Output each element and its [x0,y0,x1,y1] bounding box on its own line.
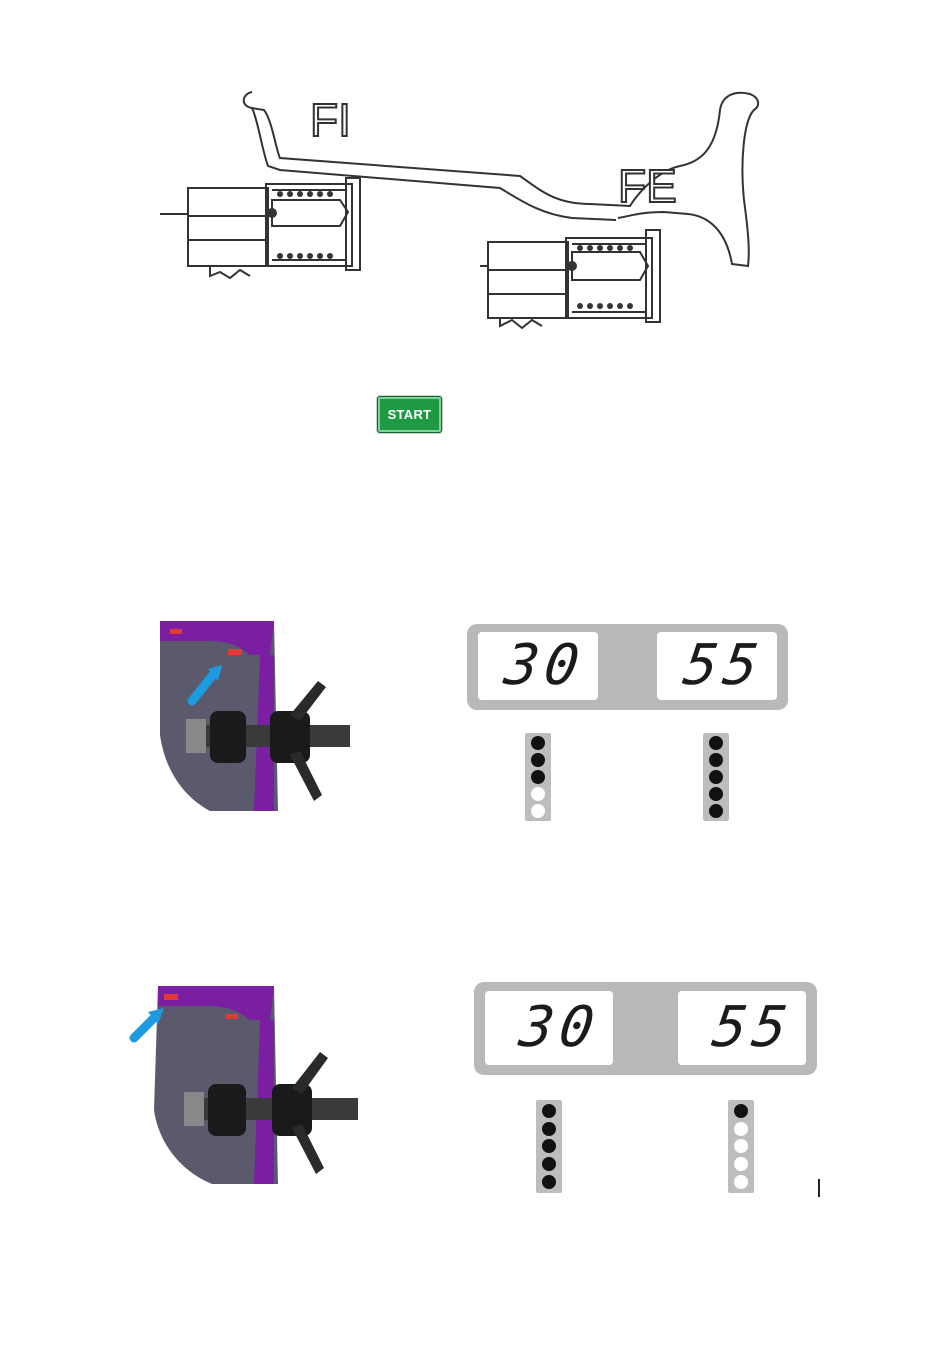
right-value: 55 [680,638,767,694]
right-readout: 55 [678,991,806,1065]
wheel-illustration-inner-plane [150,615,370,815]
led-on [542,1122,556,1136]
wheel-cross-section-diagram: FI FE [160,80,780,330]
weight-marker-outer [164,994,178,1000]
left-readout: 30 [485,991,613,1065]
led-on [709,787,723,801]
led-on [531,736,545,750]
led-on [709,736,723,750]
left-readout: 30 [478,632,598,700]
led-off [531,787,545,801]
right-led-indicator [703,733,729,821]
left-led-indicator [525,733,551,821]
weight-marker-inner [228,649,242,655]
right-value: 55 [709,1000,796,1056]
right-led-indicator [728,1100,754,1193]
led-off [734,1122,748,1136]
led-on [734,1104,748,1118]
balancer-display-1: 30 55 [467,624,788,710]
label-fi: FI [310,94,351,146]
led-off [531,804,545,818]
led-on [531,770,545,784]
wheel-illustration-outer-plane [128,980,368,1190]
led-on [542,1139,556,1153]
balancer-display-2: 30 55 [474,982,817,1075]
led-off [734,1175,748,1189]
right-readout: 55 [657,632,777,700]
led-on [709,770,723,784]
start-button[interactable]: START [377,396,442,433]
led-on [542,1175,556,1189]
led-on [531,753,545,767]
led-on [542,1104,556,1118]
led-on [709,804,723,818]
led-on [542,1157,556,1171]
left-value: 30 [501,638,588,694]
led-off [734,1157,748,1171]
label-fe: FE [618,160,677,212]
led-off [734,1139,748,1153]
text-cursor [818,1179,820,1197]
led-on [709,753,723,767]
left-led-indicator [536,1100,562,1193]
left-value: 30 [516,1000,603,1056]
